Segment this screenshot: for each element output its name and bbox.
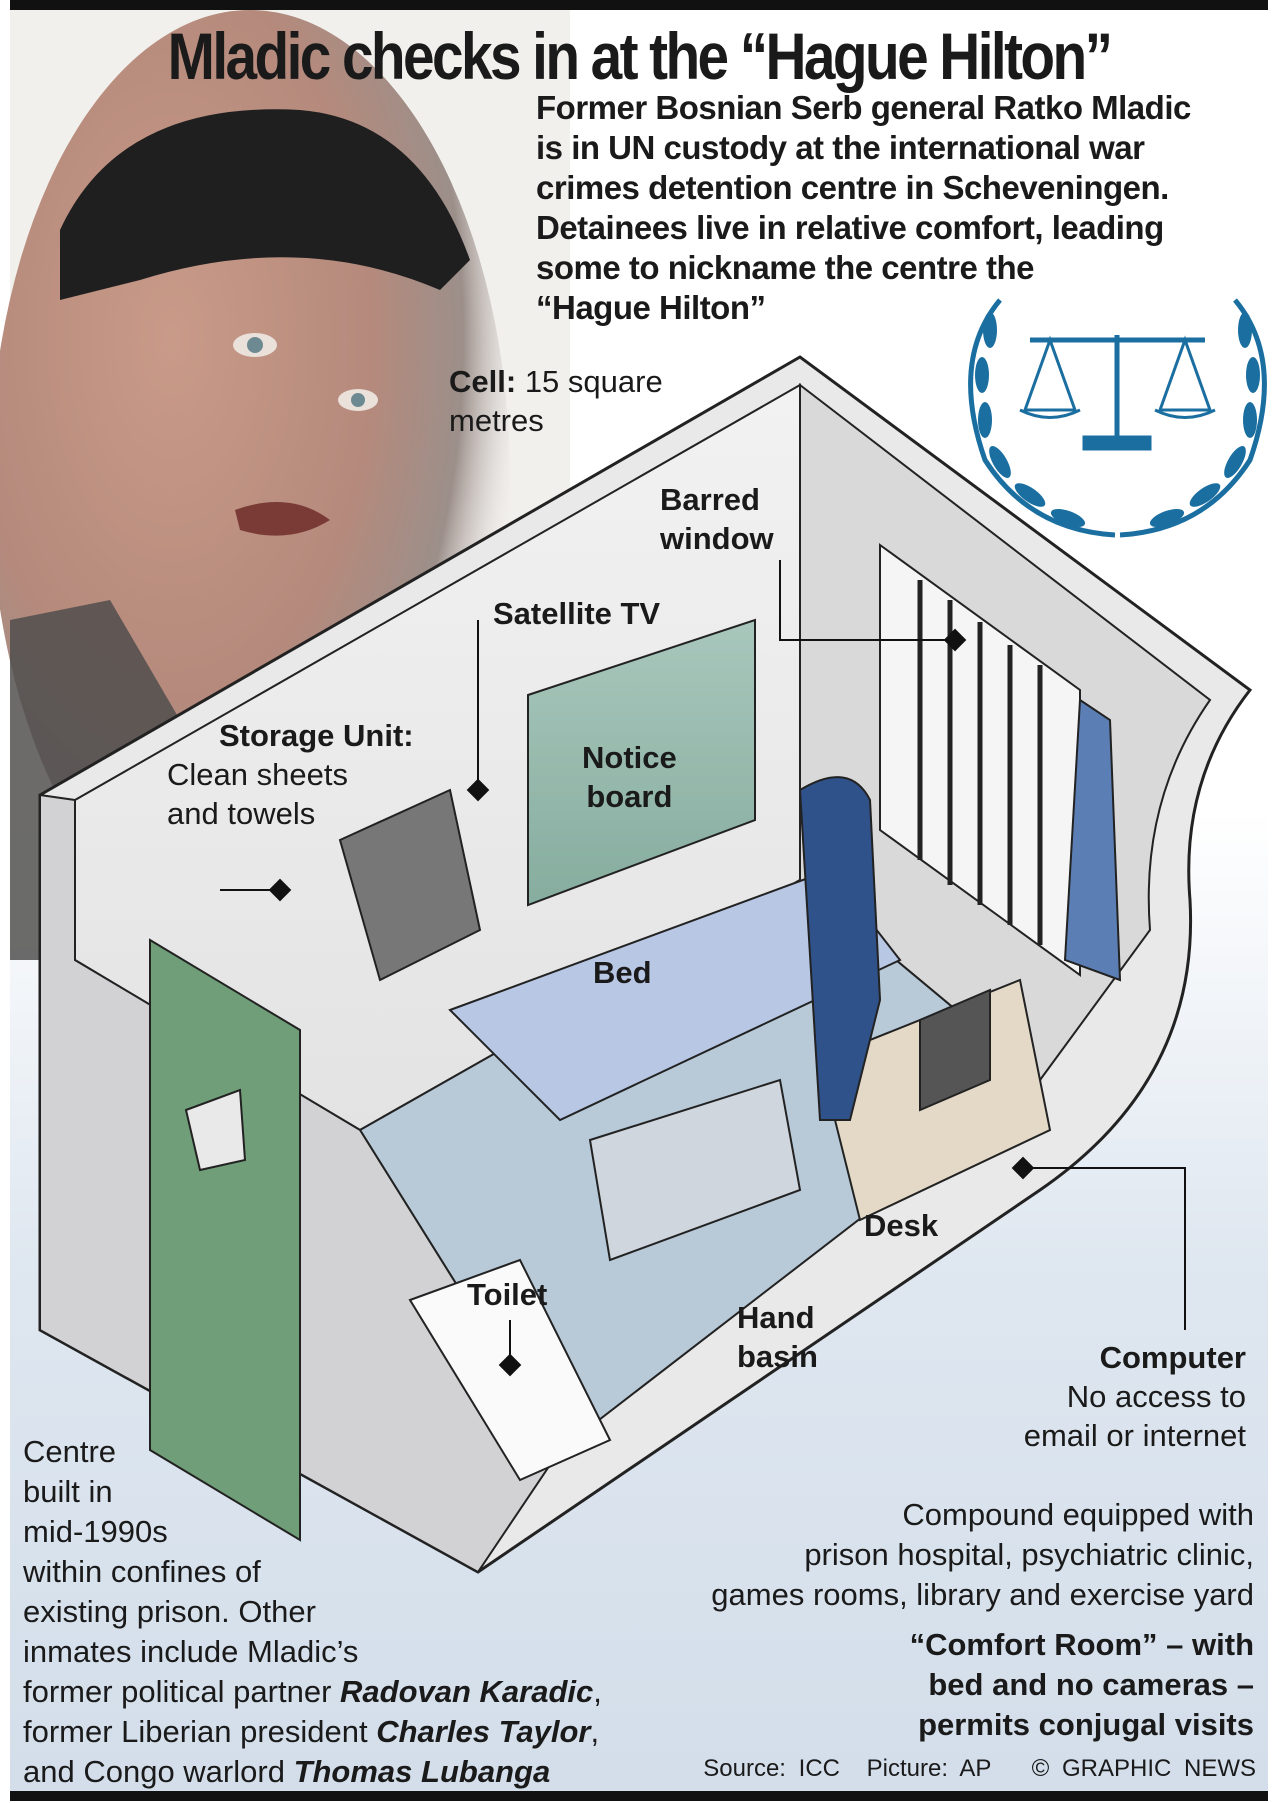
intro-line: some to nickname the centre the (536, 249, 1034, 286)
label-line: basin (737, 1339, 818, 1374)
computer-label: Computer No access to email or internet (1024, 1338, 1246, 1455)
desk-label: Desk (864, 1208, 939, 1243)
text-line: former political partner Radovan Karadic… (23, 1672, 602, 1712)
text-line: within confines of (23, 1554, 261, 1589)
inmate-name: Charles Taylor (376, 1714, 591, 1749)
intro-line: is in UN custody at the international wa… (536, 129, 1145, 166)
text-segment: former political partner (23, 1674, 341, 1709)
inmate-name: Radovan Karadic (340, 1674, 594, 1709)
text-line: built in (23, 1474, 113, 1509)
hand-basin-label: Hand basin (737, 1298, 818, 1376)
page-title: Mladic checks in at the “Hague Hilton” (167, 19, 1113, 93)
cell-label: Cell: (449, 364, 517, 399)
intro-line: crimes detention centre in Scheveningen. (536, 169, 1169, 206)
label-title: Computer (1099, 1340, 1246, 1375)
text-line: Centre (23, 1434, 117, 1469)
text-line: existing prison. Other (23, 1594, 316, 1629)
text-line: former Liberian president Charles Taylor… (23, 1712, 602, 1752)
bottom-rule (10, 1791, 1268, 1801)
text-line: prison hospital, psychiatric clinic, (804, 1537, 1254, 1572)
label-line: Barred (660, 482, 760, 517)
label-line: Hand (737, 1300, 815, 1335)
copyright: © GRAPHIC NEWS (1031, 1755, 1256, 1782)
notice-board-label: Notice board (582, 738, 677, 816)
inmate-name: Thomas Lubanga (293, 1754, 551, 1789)
top-rule (10, 0, 1268, 10)
text-line: games rooms, library and exercise yard (711, 1577, 1254, 1612)
text-line: permits conjugal visits (918, 1707, 1254, 1742)
bed-label: Bed (593, 955, 652, 990)
label-line: Notice (582, 740, 677, 775)
text-segment: , (590, 1714, 600, 1749)
cell-text: metres (449, 403, 544, 438)
text-segment: and Congo warlord (23, 1754, 294, 1789)
label-line: and towels (167, 796, 316, 831)
text-line: inmates include Mladic’s (23, 1634, 359, 1669)
label-line: board (586, 779, 673, 814)
cell-diagram (38, 355, 1253, 1574)
picture-credit: Picture: AP (866, 1755, 991, 1782)
comfort-room-text: “Comfort Room” – with bed and no cameras… (910, 1625, 1254, 1745)
text-line: bed and no cameras – (928, 1667, 1254, 1702)
cell-text: 15 square (524, 364, 663, 399)
label-line: email or internet (1023, 1418, 1246, 1453)
compound-text: Compound equipped with prison hospital, … (711, 1495, 1254, 1615)
text-segment: former Liberian president (23, 1714, 377, 1749)
text-line: Compound equipped with (902, 1497, 1254, 1532)
source-credit: Source: ICC (703, 1755, 840, 1782)
intro-line: “Hague Hilton” (536, 289, 766, 326)
label-line: No access to (1066, 1379, 1246, 1414)
intro-line: Detainees live in relative comfort, lead… (536, 209, 1164, 246)
intro-line: Former Bosnian Serb general Ratko Mladic (536, 89, 1191, 126)
toilet-label: Toilet (467, 1277, 548, 1312)
label-line: window (660, 521, 774, 556)
text-line: mid-1990s (23, 1514, 168, 1549)
text-segment: , (593, 1674, 602, 1709)
label-line: Clean sheets (167, 757, 348, 792)
text-line: and Congo warlord Thomas Lubanga (23, 1752, 602, 1792)
label-title: Storage Unit: (219, 718, 414, 753)
intro-text: Former Bosnian Serb general Ratko Mladic… (536, 88, 1191, 328)
storage-unit-label: Storage Unit: Clean sheets and towels (167, 716, 414, 833)
credits: Source: ICC Picture: AP © GRAPHIC NEWS (689, 1755, 1256, 1783)
cell-size-label: Cell: 15 square metres (449, 362, 663, 440)
barred-window-label: Barred window (660, 480, 774, 558)
satellite-tv-label: Satellite TV (493, 596, 661, 631)
centre-history-text: Centre built in mid-1990s within confine… (23, 1432, 602, 1792)
text-line: “Comfort Room” – with (909, 1627, 1254, 1662)
leader-markers (268, 628, 1035, 1377)
icc-logo (968, 298, 1267, 538)
